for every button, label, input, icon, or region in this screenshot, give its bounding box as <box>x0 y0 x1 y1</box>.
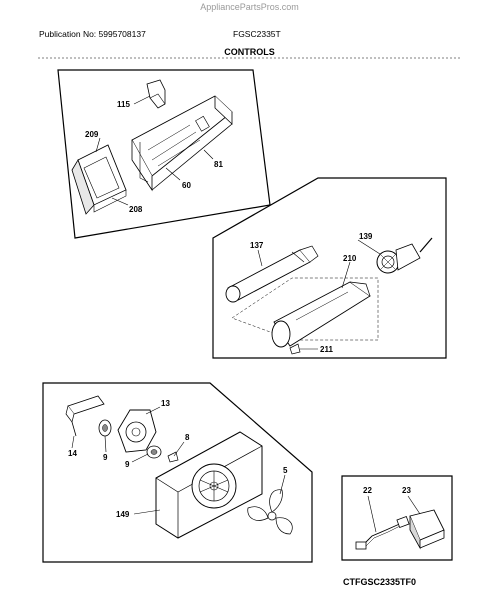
callout-211: 211 <box>320 345 333 354</box>
callout-137: 137 <box>250 241 264 250</box>
part-210-lens <box>271 281 371 348</box>
part-9-grommet-lower <box>146 445 162 459</box>
part-139-socket <box>376 237 433 274</box>
site-watermark: AppliancePartsPros.com <box>200 2 299 12</box>
model-number: FGSC2335T <box>233 29 281 39</box>
part-60-housing <box>131 95 233 192</box>
part-137-tube <box>225 245 319 303</box>
callout-9-upper: 9 <box>103 453 108 462</box>
callout-22: 22 <box>363 486 372 495</box>
part-149-shroud <box>155 431 263 539</box>
panel-fan-assembly: 13 14 9 9 8 5 149 <box>42 382 313 563</box>
callout-81: 81 <box>214 160 223 169</box>
callout-149: 149 <box>116 510 130 519</box>
panel-control-housing: 115 209 81 60 208 <box>57 69 271 239</box>
callout-115: 115 <box>117 100 130 109</box>
callout-5: 5 <box>283 466 288 475</box>
part-9-grommet-upper <box>98 419 112 437</box>
part-22-harness <box>355 516 410 550</box>
part-115-bracket <box>146 79 166 109</box>
part-23-cover <box>409 509 445 550</box>
part-208-209-frame <box>71 144 127 215</box>
callout-208: 208 <box>129 205 143 214</box>
callout-210: 210 <box>343 254 357 263</box>
callout-14: 14 <box>68 449 77 458</box>
callout-13: 13 <box>161 399 170 408</box>
panel-border <box>212 177 447 359</box>
part-211-clip <box>289 343 301 355</box>
panel-harness: 22 23 <box>341 475 453 561</box>
panel-border <box>42 382 313 563</box>
callout-9-lower: 9 <box>125 460 130 469</box>
diagram-code: CTFGSC2335TF0 <box>343 577 417 587</box>
panel-light-assembly: 137 139 210 211 <box>212 177 447 359</box>
section-title: CONTROLS <box>224 47 275 57</box>
part-5-fan-blade <box>247 489 293 535</box>
part-14-bracket <box>65 395 105 437</box>
panel-border <box>341 475 453 561</box>
part-8-clip <box>167 451 179 463</box>
callout-139: 139 <box>359 232 373 241</box>
callout-209: 209 <box>85 130 99 139</box>
publication-number: Publication No: 5995708137 <box>39 29 146 39</box>
callout-23: 23 <box>402 486 411 495</box>
callout-8: 8 <box>185 433 190 442</box>
callout-60: 60 <box>182 181 191 190</box>
part-13-motor <box>117 409 157 453</box>
